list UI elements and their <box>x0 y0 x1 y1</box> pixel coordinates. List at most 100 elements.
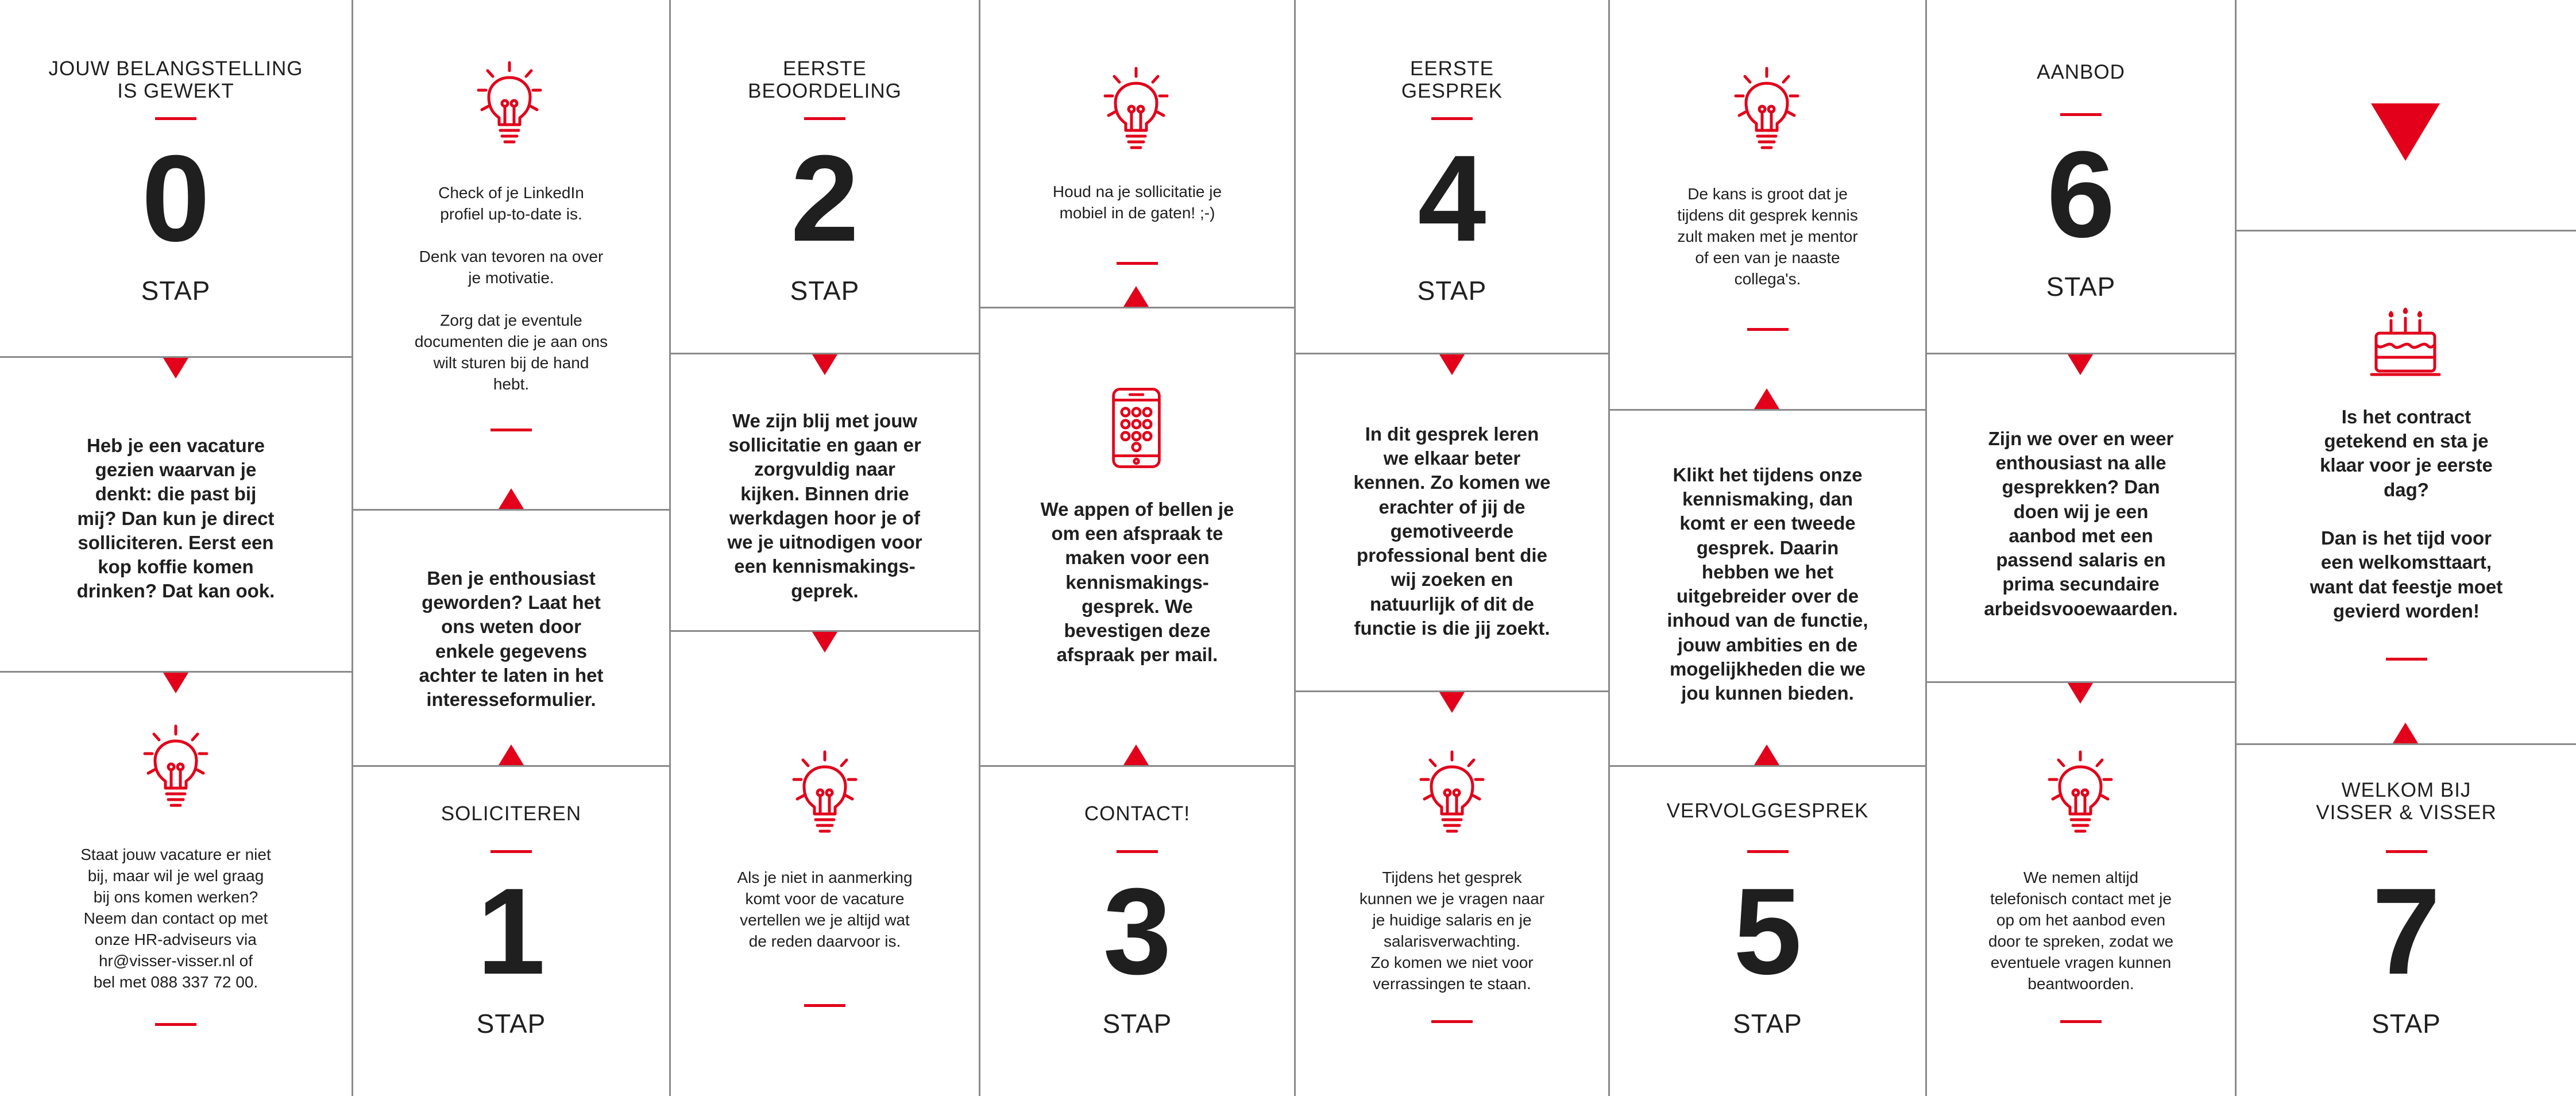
step-7-body-text: Is het contract getekend en sta je klaar… <box>2309 406 2503 622</box>
step-2-body-text: We zijn blij met jouw sollicitatie en ga… <box>727 410 922 601</box>
lightbulb-icon <box>790 750 859 836</box>
step-4-header: EERSTE GESPREK 4 STAP <box>1296 57 1608 306</box>
step-3-description: We appen of bellen je om een afspraak te… <box>980 497 1294 667</box>
arrow-up-icon <box>1754 388 1779 409</box>
row-divider <box>1610 765 1925 767</box>
arrow-down-icon <box>1439 354 1465 375</box>
row-divider <box>0 356 352 358</box>
step-1-label: STAP <box>476 1009 546 1039</box>
arrow-up-icon <box>1123 744 1149 765</box>
step-5-number: 5 <box>1733 863 1802 1001</box>
step-7-heading: WELKOM BIJ VISSER & VISSER <box>2316 779 2497 824</box>
divider-dash <box>1117 850 1158 854</box>
lightbulb-icon <box>1418 750 1486 836</box>
row-divider <box>1927 353 2235 354</box>
arrow-up-icon <box>2393 723 2418 743</box>
step-1-header: SOLICITEREN 1 STAP <box>353 802 669 1039</box>
step-1-tip: Check of je LinkedIn profiel up-to-date … <box>353 183 669 431</box>
arrow-down-icon <box>163 358 188 379</box>
arrow-down-icon <box>2068 683 2093 704</box>
row-divider <box>671 630 979 632</box>
step-6-header: AANBOD 6 STAP <box>1927 61 2235 302</box>
step-1-heading: SOLICITEREN <box>441 802 582 825</box>
step-7-number: 7 <box>2372 863 2441 1001</box>
step-0-heading: JOUW BELANGSTELLING IS GEWEKT <box>48 57 303 103</box>
step-3-body-text: We appen of bellen je om een afspraak te… <box>1040 499 1234 666</box>
lightbulb-icon <box>475 60 544 146</box>
phone-icon <box>1109 385 1164 471</box>
step-5-tip: De kans is groot dat je tijdens dit gesp… <box>1610 184 1925 331</box>
divider-dash <box>1747 850 1789 854</box>
column-divider <box>352 0 353 1096</box>
row-divider <box>1296 353 1608 354</box>
arrow-up-icon <box>1754 744 1779 765</box>
step-7-description: Is het contract getekend en sta je klaar… <box>2237 405 2576 661</box>
step-4-description: In dit gesprek leren we elkaar beter ken… <box>1296 422 1608 640</box>
step-1-body-text: Ben je enthousiast geworden? Laat het on… <box>419 568 604 711</box>
step-2-number: 2 <box>790 130 859 268</box>
step-5-tip-text: De kans is groot dat je tijdens dit gesp… <box>1677 185 1858 288</box>
row-divider <box>2237 230 2576 231</box>
step-6-tip-text: We nemen altijd telefonisch contact met … <box>1988 869 2174 993</box>
column-divider <box>1925 0 1927 1096</box>
step-0-tip-text: Staat jouw vacature er niet bij, maar wi… <box>80 846 271 991</box>
divider-dash <box>2385 658 2427 661</box>
step-6-body-text: Zijn we over en weer enthousiast na alle… <box>1984 428 2178 619</box>
arrow-up-icon <box>1123 286 1149 307</box>
divider-dash <box>1431 117 1473 121</box>
divider-dash <box>2060 1020 2102 1023</box>
column-divider <box>1608 0 1610 1096</box>
divider-dash <box>804 117 845 121</box>
step-0-tip: Staat jouw vacature er niet bij, maar wi… <box>0 844 352 1026</box>
column-divider <box>979 0 980 1096</box>
row-divider <box>0 671 352 673</box>
row-divider <box>1610 409 1925 411</box>
row-divider <box>980 307 1294 308</box>
divider-dash <box>155 117 196 121</box>
step-2-heading: EERSTE BEOORDELING <box>748 57 902 103</box>
lightbulb-icon <box>141 724 210 810</box>
divider-dash <box>1117 261 1158 265</box>
step-6-heading: AANBOD <box>2037 61 2125 83</box>
row-divider <box>353 509 669 511</box>
step-1-description: Ben je enthousiast geworden? Laat het on… <box>353 566 669 712</box>
lightbulb-icon <box>2046 750 2115 836</box>
row-divider <box>353 765 669 767</box>
step-3-tip: Houd na je sollicitatie je mobiel in de … <box>980 182 1294 265</box>
step-3-number: 3 <box>1103 863 1172 1001</box>
step-5-header: VERVOLGGESPREK 5 STAP <box>1610 800 1925 1039</box>
arrow-down-icon <box>2068 354 2093 375</box>
step-6-number: 6 <box>2046 126 2115 264</box>
lightbulb-icon <box>1732 66 1801 152</box>
step-4-tip-text: Tijdens het gesprek kunnen we je vragen … <box>1359 869 1545 993</box>
step-5-label: STAP <box>1733 1009 1802 1039</box>
step-4-number: 4 <box>1418 130 1486 268</box>
step-5-body-text: Klikt het tijdens onze kennismaking, dan… <box>1667 464 1868 704</box>
step-0-label: STAP <box>141 276 211 306</box>
step-6-tip: We nemen altijd telefonisch contact met … <box>1927 867 2235 1023</box>
divider-dash <box>804 1004 845 1007</box>
step-6-label: STAP <box>2046 272 2116 302</box>
step-4-tip: Tijdens het gesprek kunnen we je vragen … <box>1296 867 1608 1023</box>
step-3-tip-text: Houd na je sollicitatie je mobiel in de … <box>1052 183 1222 222</box>
step-1-number: 1 <box>477 863 546 1001</box>
row-divider <box>2237 743 2576 745</box>
cake-icon <box>2368 304 2443 379</box>
arrow-up-icon <box>499 488 524 509</box>
step-0-description: Heb je een vacature gezien waarvan je de… <box>0 434 352 604</box>
arrow-down-icon <box>812 632 837 653</box>
step-7-header: WELKOM BIJ VISSER & VISSER 7 STAP <box>2237 779 2576 1039</box>
step-4-body-text: In dit gesprek leren we elkaar beter ken… <box>1353 423 1551 639</box>
step-2-label: STAP <box>790 276 860 306</box>
step-1-tip-text: Check of je LinkedIn profiel up-to-date … <box>414 184 608 393</box>
column-divider <box>2235 0 2237 1096</box>
step-6-description: Zijn we over en weer enthousiast na alle… <box>1927 427 2235 621</box>
arrow-down-icon <box>1439 692 1465 713</box>
arrow-up-icon <box>499 744 524 765</box>
step-3-heading: CONTACT! <box>1084 802 1191 825</box>
row-divider <box>1927 681 2235 683</box>
divider-dash <box>2060 113 2102 117</box>
step-2-description: We zijn blij met jouw sollicitatie en ga… <box>671 409 979 603</box>
lightbulb-icon <box>1102 66 1171 152</box>
step-0-header: JOUW BELANGSTELLING IS GEWEKT 0 STAP <box>0 57 352 306</box>
